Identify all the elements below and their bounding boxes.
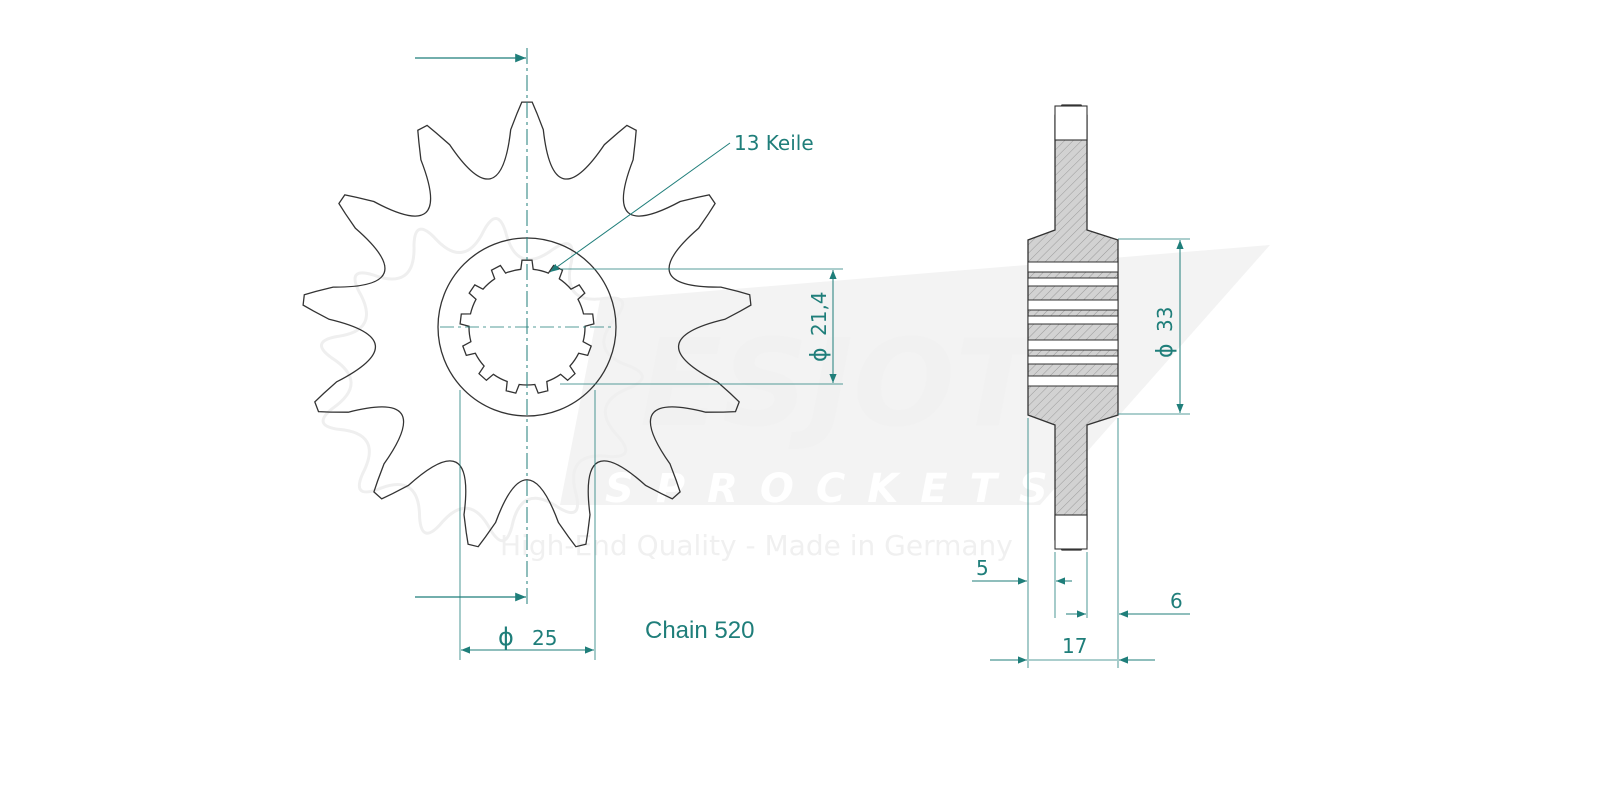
- watermark-sub: SPROCKETS: [605, 466, 1070, 512]
- tooth-tip-bottom: [1054, 514, 1088, 550]
- inner-diameter-value: 21,4: [807, 291, 831, 336]
- spline-grooves: [1027, 261, 1119, 387]
- shaft-diameter-value: 33: [1153, 307, 1177, 332]
- spline-outline: [459, 259, 595, 394]
- front-view: 13 Keile ϕ 21,4 ϕ 25: [302, 48, 843, 660]
- sprocket-outline: [302, 101, 752, 548]
- side-profile: [1027, 104, 1119, 551]
- inner-diameter-symbol: ϕ: [807, 347, 832, 362]
- shaft-diameter-symbol: ϕ: [1153, 343, 1178, 358]
- dim-5-value: 5: [976, 556, 989, 580]
- hub-diameter-symbol: ϕ: [498, 623, 514, 651]
- spline-count-label: 13 Keile: [734, 131, 814, 155]
- dim-6-value: 6: [1170, 589, 1183, 613]
- side-view: ϕ 33 5 6 17: [972, 104, 1190, 668]
- dim-17-value: 17: [1062, 634, 1087, 658]
- watermark-tagline: High-End Quality - Made in Germany: [500, 529, 1013, 562]
- spline-leader-line: [549, 142, 731, 273]
- watermark-brand: ESJOT: [640, 315, 1045, 454]
- tooth-tip-top: [1054, 105, 1088, 141]
- chain-size-label: Chain 520: [645, 617, 754, 644]
- hub-diameter-value: 25: [532, 626, 557, 650]
